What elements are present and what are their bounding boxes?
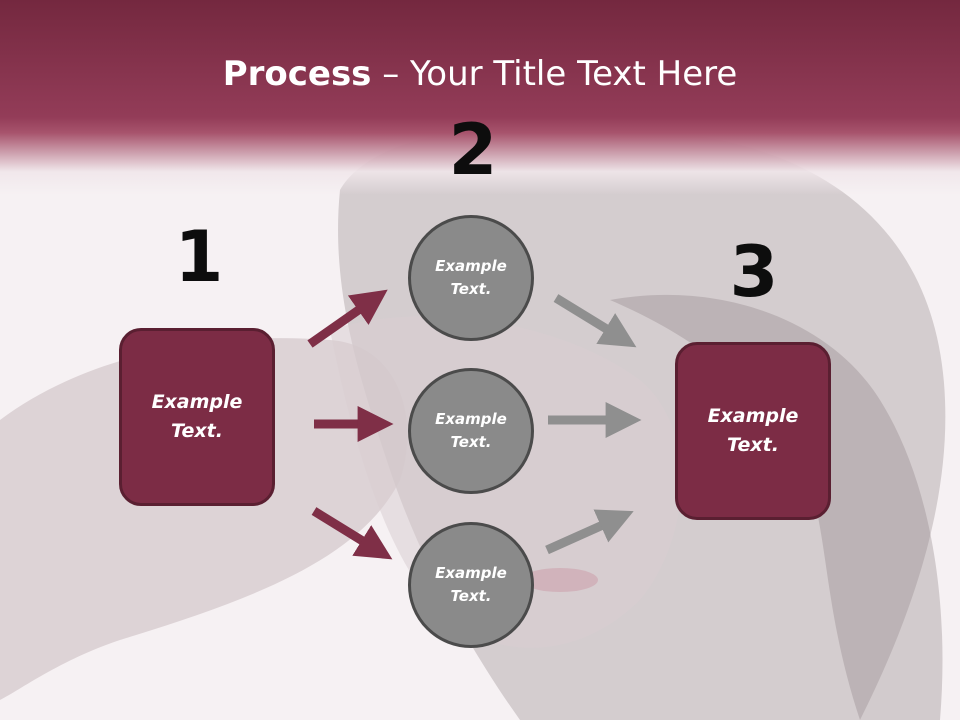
title-rest: – Your Title Text Here: [371, 54, 738, 94]
step-3-label: Example Text.: [707, 405, 799, 456]
circle-bottom-label: Example Text.: [435, 564, 507, 605]
step-1-label: Example Text.: [151, 391, 243, 442]
step-3-box: Example Text.: [675, 342, 831, 520]
step-1-box: Example Text.: [119, 328, 275, 506]
arrow-2-top-to-3: [553, 294, 637, 348]
header-band: [0, 0, 960, 195]
step-number-3: 3: [729, 231, 779, 313]
step-2-circle-bottom: Example Text.: [408, 522, 534, 648]
arrow-2-bottom-to-3: [545, 509, 634, 555]
circle-top-label: Example Text.: [435, 257, 507, 298]
arrow-1-to-2-bottom: [311, 507, 393, 560]
arrow-1-to-2-top: [307, 289, 388, 348]
step-number-1: 1: [174, 216, 224, 298]
step-number-2: 2: [448, 109, 498, 191]
slide-title: Process – Your Title Text Here: [0, 52, 960, 96]
title-bold: Process: [222, 54, 372, 94]
circle-middle-label: Example Text.: [435, 410, 507, 451]
step-2-circle-middle: Example Text.: [408, 368, 534, 494]
step-2-circle-top: Example Text.: [408, 215, 534, 341]
